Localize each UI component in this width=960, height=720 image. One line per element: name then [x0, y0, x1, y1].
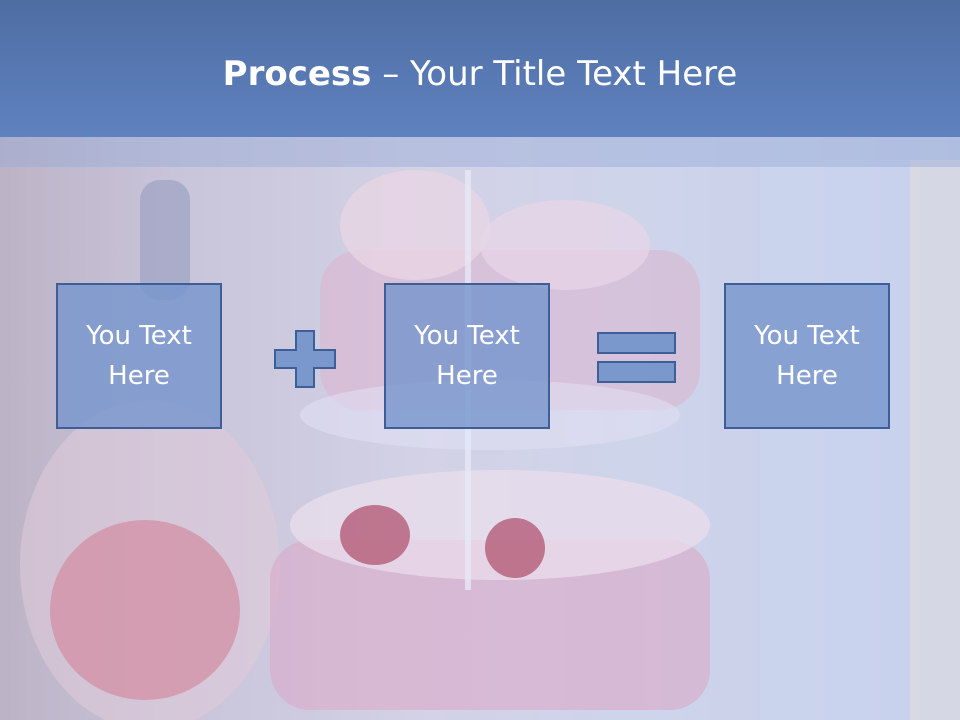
process-box-3[interactable]: You Text Here — [724, 283, 890, 429]
slide-title[interactable]: Process – Your Title Text Here — [0, 52, 960, 96]
title-rest: Your Title Text Here — [410, 54, 738, 94]
flower-topper — [480, 200, 650, 290]
process-box-1[interactable]: You Text Here — [56, 283, 222, 429]
title-bold: Process — [222, 54, 372, 94]
title-bar-band — [0, 137, 960, 167]
process-box-text: You Text Here — [86, 321, 192, 391]
window — [760, 160, 920, 720]
process-box-2[interactable]: You Text Here — [384, 283, 550, 429]
window-frame — [910, 160, 960, 720]
red-rose — [485, 518, 545, 578]
plus-icon — [274, 330, 336, 388]
process-box-text: You Text Here — [754, 321, 860, 391]
process-box-text: You Text Here — [414, 321, 520, 391]
red-rose — [340, 505, 410, 565]
red-candies — [50, 520, 240, 700]
equals-icon — [597, 332, 677, 384]
title-dash: – — [371, 54, 411, 94]
bottle — [140, 180, 190, 300]
title-bar — [0, 0, 960, 137]
